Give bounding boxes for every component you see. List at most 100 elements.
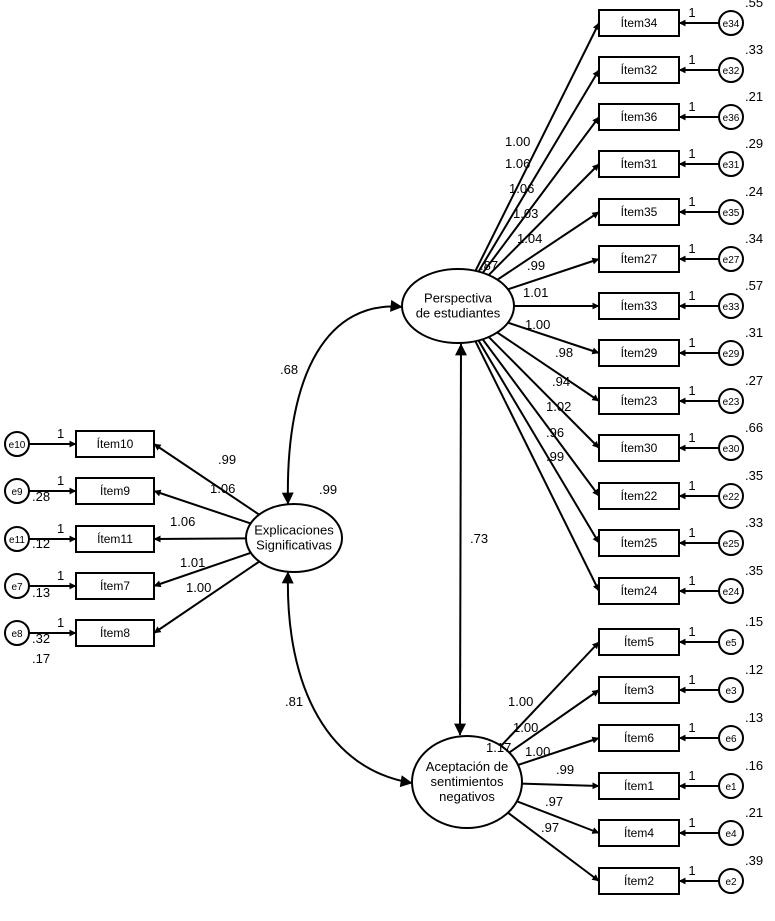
error-label: e5	[725, 638, 737, 649]
error-label: e2	[725, 877, 737, 888]
error-weight-label: 1	[688, 624, 695, 639]
error-weight-label: 1	[688, 288, 695, 303]
error-node	[718, 293, 744, 319]
covariance-perspectiva-explicaciones	[281, 299, 403, 505]
error-node	[718, 246, 744, 272]
error-node	[4, 526, 30, 552]
error-weight-label: 1	[688, 525, 695, 540]
indicator-box	[75, 619, 155, 647]
indicator-label: Ítem1	[624, 778, 654, 793]
error-node	[718, 388, 744, 414]
error-node	[718, 151, 744, 177]
indicator-box	[598, 198, 680, 226]
loading-label: .94	[552, 374, 570, 389]
error-label: e4	[725, 829, 737, 840]
error-variance-label: .33	[745, 515, 763, 530]
latent-explicaciones	[245, 503, 343, 573]
indicator-label: Ítem23	[621, 393, 658, 408]
loading-label: 1.03	[513, 206, 538, 221]
error-node	[718, 483, 744, 509]
loading-label: 1.00	[525, 317, 550, 332]
error-label: e35	[723, 208, 740, 219]
latent-aceptacion-label: Aceptación de	[426, 759, 508, 774]
error-label: e30	[723, 444, 740, 455]
error-node	[4, 573, 30, 599]
indicator-label: Ítem7	[100, 578, 130, 593]
covariance-explicaciones-aceptacion	[281, 571, 413, 788]
correlation-label: .68	[280, 362, 298, 377]
indicator-box	[75, 525, 155, 553]
loading-label: .99	[527, 258, 545, 273]
error-weight-label: 1	[688, 335, 695, 350]
latent-explicaciones-label: Significativas	[256, 538, 332, 553]
loading-path	[507, 811, 600, 882]
indicator-box	[598, 56, 680, 84]
loading-path	[488, 163, 600, 276]
error-variance-label: .34	[745, 231, 763, 246]
error-weight-label: 1	[57, 426, 64, 441]
error-variance-label: .12	[745, 662, 763, 677]
indicator-box	[598, 819, 680, 847]
error-variance-label: .12	[32, 536, 50, 551]
error-label: e36	[723, 113, 740, 124]
loading-path	[477, 69, 600, 273]
error-node	[718, 340, 744, 366]
indicator-box	[598, 387, 680, 415]
indicator-label: Ítem32	[621, 62, 658, 77]
error-weight-label: 1	[688, 430, 695, 445]
error-label: e31	[723, 160, 740, 171]
error-variance-label: .21	[745, 805, 763, 820]
loading-path	[488, 336, 600, 449]
indicator-label: Ítem8	[100, 625, 130, 640]
error-node	[718, 104, 744, 130]
indicator-label: Ítem31	[621, 156, 658, 171]
error-variance-label: .28	[32, 489, 50, 504]
loading-label: 1.02	[546, 399, 571, 414]
indicator-box	[598, 628, 680, 656]
error-weight-label: 1	[57, 473, 64, 488]
indicator-label: Ítem33	[621, 298, 658, 313]
error-node	[4, 620, 30, 646]
error-node	[718, 530, 744, 556]
loading-label: 1.06	[509, 181, 534, 196]
error-label: e25	[723, 539, 740, 550]
loading-label: .96	[546, 425, 564, 440]
error-node	[718, 820, 744, 846]
correlation-label: .81	[285, 694, 303, 709]
indicator-box	[75, 477, 155, 505]
error-node	[718, 725, 744, 751]
error-variance-label: .35	[745, 563, 763, 578]
correlation-label: .73	[470, 531, 488, 546]
error-label: e7	[11, 582, 23, 593]
error-weight-label: 1	[57, 615, 64, 630]
error-weight-label: 1	[57, 521, 64, 536]
error-variance-label: .31	[745, 325, 763, 340]
indicator-label: Ítem27	[621, 251, 658, 266]
error-label: e1	[725, 782, 737, 793]
error-variance-label: .15	[745, 614, 763, 629]
error-label: e9	[11, 487, 23, 498]
error-variance-label: .35	[745, 468, 763, 483]
error-variance-label: .32	[32, 631, 50, 646]
latent-aceptacion-label: sentimientos	[431, 774, 504, 789]
indicator-box	[598, 577, 680, 605]
error-node	[718, 868, 744, 894]
error-variance-label: .13	[32, 585, 50, 600]
latent-perspectiva	[401, 268, 515, 344]
loading-path	[521, 782, 600, 790]
loading-path	[474, 340, 600, 592]
error-variance-label: .57	[745, 278, 763, 293]
error-variance-label: .13	[745, 710, 763, 725]
indicator-label: Ítem30	[621, 440, 658, 455]
error-weight-label: 1	[688, 241, 695, 256]
loading-path	[496, 211, 600, 281]
error-label: e6	[725, 734, 737, 745]
error-label: e10	[9, 440, 26, 451]
loading-path	[508, 689, 600, 754]
error-weight-label: 1	[688, 672, 695, 687]
error-label: e32	[723, 66, 740, 77]
error-label: e8	[11, 629, 23, 640]
indicator-label: Ítem24	[621, 583, 658, 598]
error-weight-label: 1	[688, 720, 695, 735]
error-label: e23	[723, 397, 740, 408]
